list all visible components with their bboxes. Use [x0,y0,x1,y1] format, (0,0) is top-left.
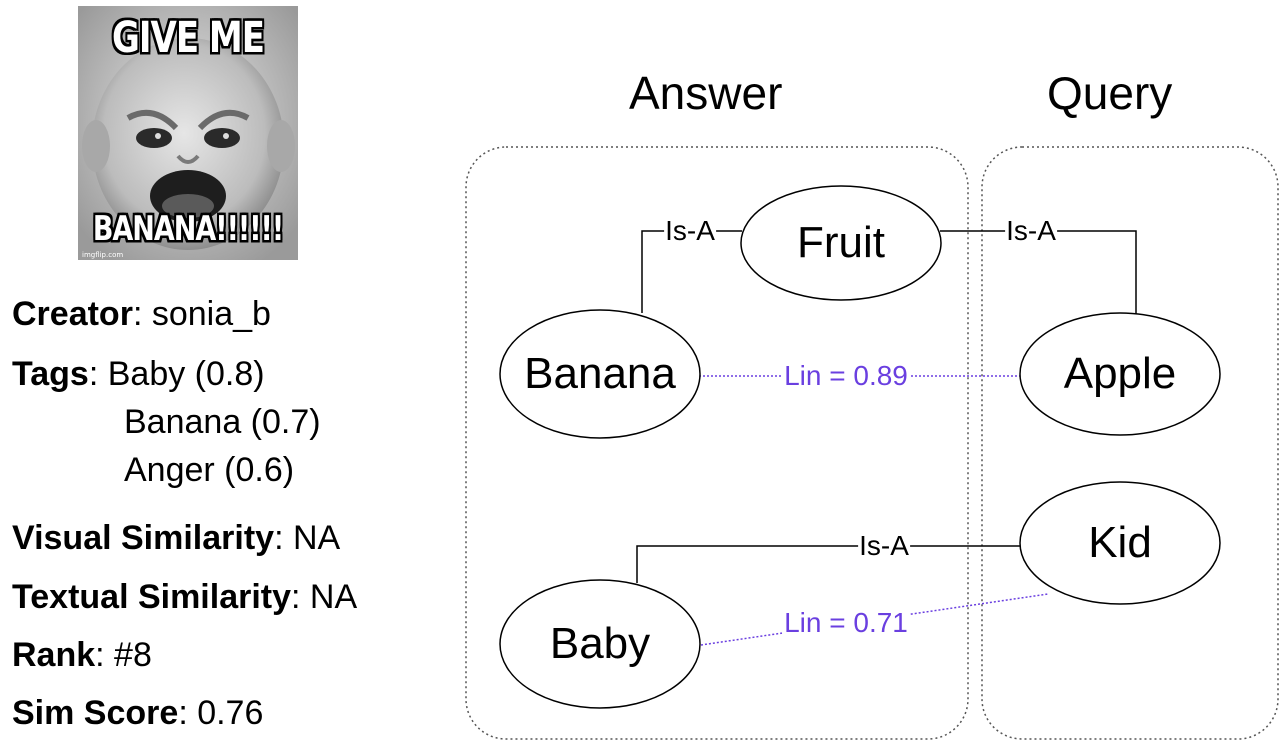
node-label-fruit: Fruit [797,218,885,267]
node-label-baby: Baby [549,619,651,668]
meme-image: GIVE ME BANANA!!!!!! imgflip.com [78,6,298,260]
lin-label-baby-kid: Lin = 0.71 [782,607,910,638]
rank-row: Rank: #8 [12,638,152,672]
edge-label-apple-fruit: Is-A [1005,215,1057,246]
edge-baby-kid [636,545,1020,583]
tag-item: Anger (0.6) [124,451,295,489]
visual-similarity-value: : NA [274,519,341,557]
visual-similarity-row: Visual Similarity: NA [12,521,340,555]
tag-item: : Baby (0.8) [88,355,265,393]
node-label-apple: Apple [1063,349,1177,398]
textual-similarity-value: : NA [291,578,358,616]
edge-label-baby-kid: Is-A [858,530,910,561]
sim-score-row: Sim Score: 0.76 [12,696,263,730]
node-kid [1019,481,1221,605]
meme-top-caption: GIVE ME [112,13,265,63]
node-label-banana: Banana [524,349,676,398]
lin-label-banana-apple: Lin = 0.89 [782,360,910,391]
creator-row: Creator: sonia_b [12,297,271,331]
meme-bottom-caption: BANANA!!!!!! [92,210,284,249]
textual-similarity-label: Textual Similarity [12,578,292,616]
query-group-box [981,146,1279,740]
edge-label-banana-fruit: Is-A [664,215,716,246]
tags-row: Tags: Baby (0.8) [12,357,265,391]
tag-item: Banana (0.7) [124,403,321,441]
query-group-title: Query [1047,67,1173,119]
node-banana [499,309,701,439]
visual-similarity-label: Visual Similarity [12,519,275,557]
node-apple [1019,312,1221,436]
creator-label: Creator [12,295,133,333]
answer-group-box [465,146,969,740]
meme-credit: imgflip.com [82,251,124,259]
sim-score-label: Sim Score [12,694,179,732]
sim-score-value: : 0.76 [178,694,264,732]
rank-value: : #8 [95,636,152,674]
textual-similarity-row: Textual Similarity: NA [12,580,357,614]
node-baby [499,579,701,709]
node-fruit [740,185,942,301]
node-label-kid: Kid [1088,518,1152,567]
lin-link-baby-kid [700,593,1049,646]
answer-group-title: Answer [629,67,783,119]
creator-value: : sonia_b [132,295,271,333]
baby-face-illustration [78,6,298,260]
tags-label: Tags [12,355,89,393]
rank-label: Rank [12,636,96,674]
